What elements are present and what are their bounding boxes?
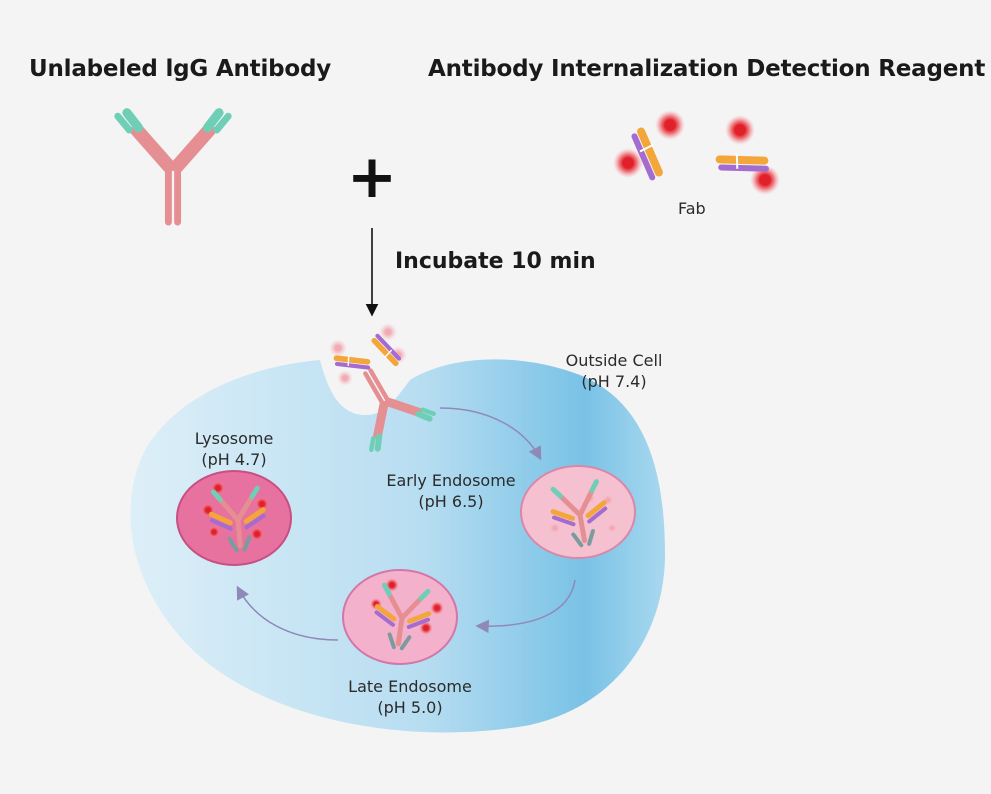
lysosome-name: Lysosome xyxy=(194,429,274,448)
outside-cell-label: Outside Cell (pH 7.4) xyxy=(558,350,670,392)
arrow-to-early-endosome xyxy=(439,407,542,461)
fab-label: Fab xyxy=(678,199,706,218)
unlabeled-igg-antibody-illustration xyxy=(118,113,228,222)
title-detection-reagent: Antibody Internalization Detection Reage… xyxy=(428,56,986,82)
arrow-to-late-endosome xyxy=(475,579,576,634)
late-endosome xyxy=(342,569,458,665)
outside-cell-name: Outside Cell xyxy=(565,351,663,370)
early-endosome-name: Early Endosome xyxy=(386,471,516,490)
arrow-to-lysosome xyxy=(236,585,339,641)
bound-complex-at-membrane xyxy=(329,323,435,452)
late-endosome-label: Late Endosome (pH 5.0) xyxy=(340,676,480,718)
early-endosome xyxy=(520,465,636,559)
lysosome xyxy=(176,470,292,566)
lysosome-ph: (pH 4.7) xyxy=(201,450,267,469)
late-endosome-name: Late Endosome xyxy=(348,677,472,696)
fab-reagent-right xyxy=(718,115,780,195)
outside-cell-ph: (pH 7.4) xyxy=(581,372,647,391)
late-endosome-ph: (pH 5.0) xyxy=(377,698,443,717)
title-unlabeled-igg: Unlabeled lgG Antibody xyxy=(29,56,332,82)
lysosome-label: Lysosome (pH 4.7) xyxy=(182,428,286,470)
early-endosome-ph: (pH 6.5) xyxy=(418,492,484,511)
early-endosome-label: Early Endosome (pH 6.5) xyxy=(378,470,524,512)
fab-reagent-left xyxy=(613,110,685,179)
incubate-label: Incubate 10 min xyxy=(395,249,596,274)
plus-sign: + xyxy=(347,142,397,212)
